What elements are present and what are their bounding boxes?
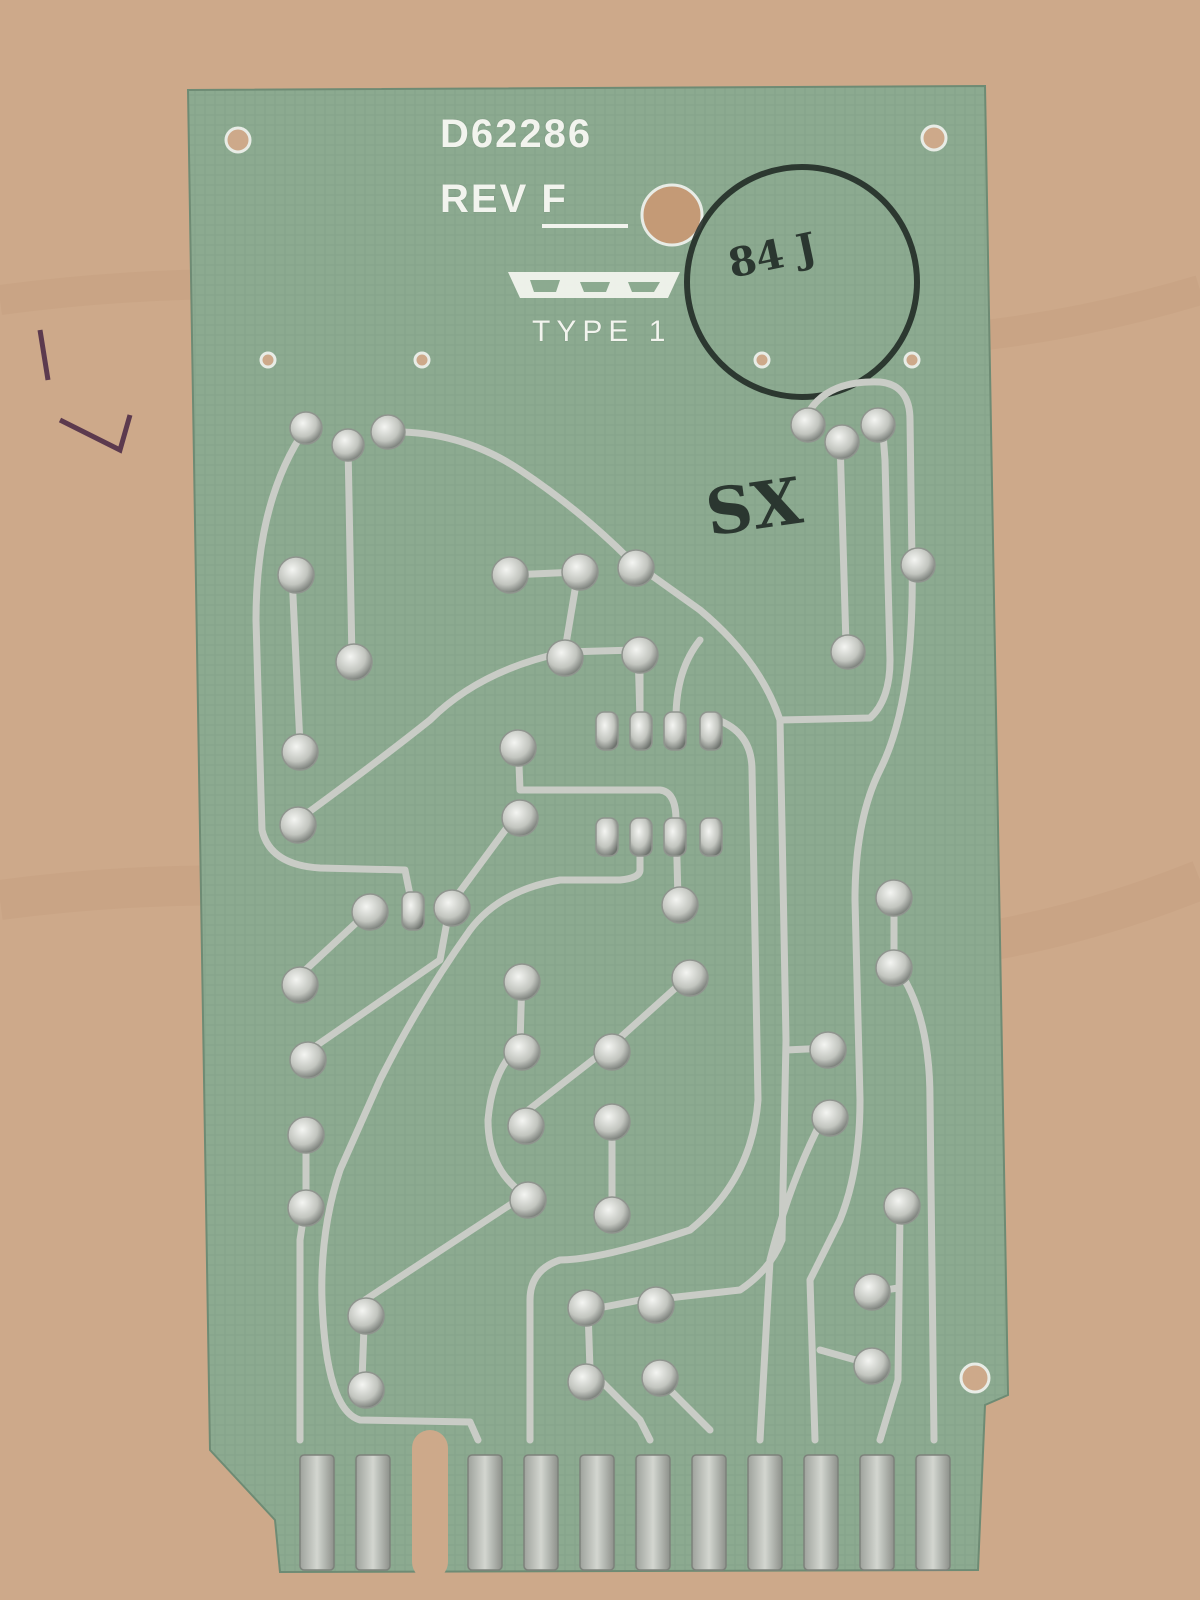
solder-pads [277,407,936,1409]
pencil-check-mark [37,329,133,454]
board-part-number: D62286 [440,112,593,156]
connector-notch [412,1430,448,1580]
inspector-mark: SX [701,463,807,552]
board-revision: REV F [440,177,568,221]
copper-traces [252,378,938,1444]
edge-connector [299,1454,951,1571]
manufacturer-logo-icon [508,272,680,298]
inspection-stamp-icon [684,164,920,400]
mounting-holes [224,124,991,1394]
board-type-label: TYPE 1 [532,315,672,348]
revision-underline [542,224,628,228]
component-pads [401,711,723,931]
